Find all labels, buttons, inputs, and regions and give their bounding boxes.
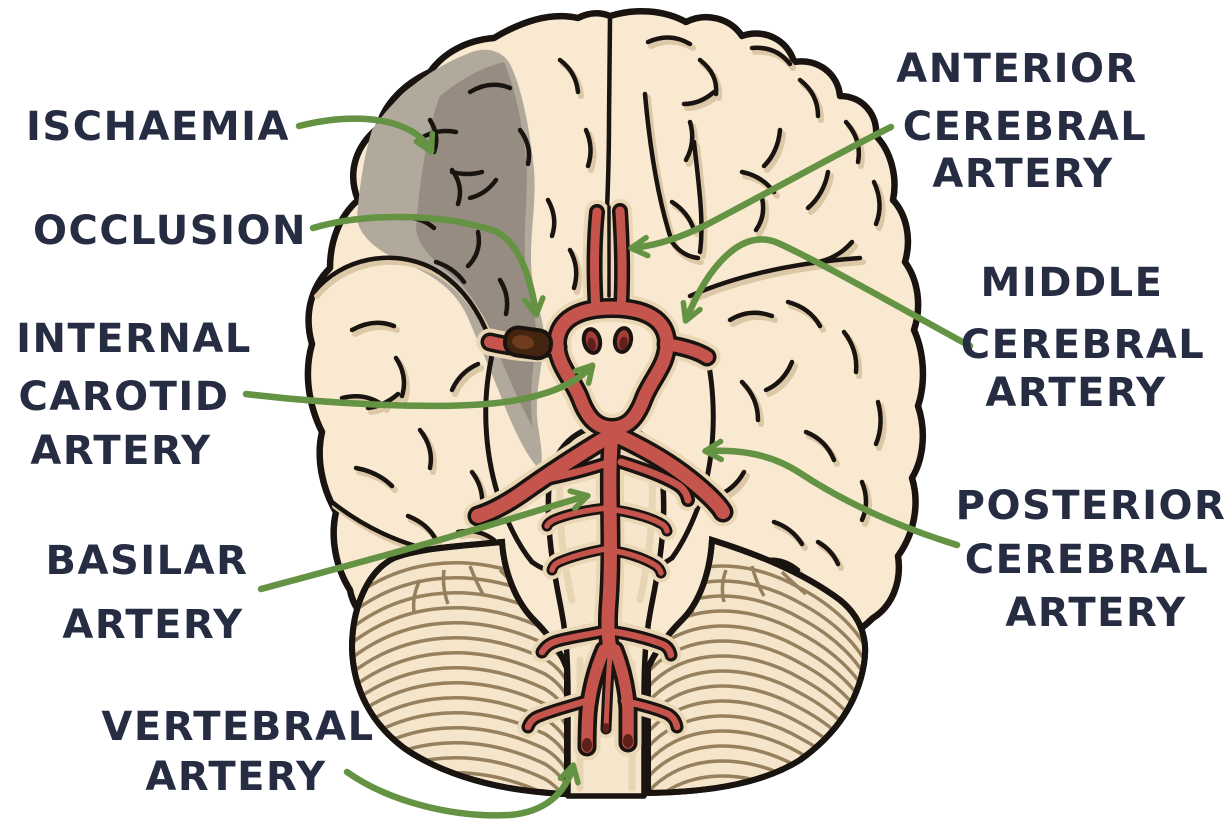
svg-text:INTERNAL: INTERNAL bbox=[16, 316, 252, 362]
anterior-cerebral-arrow bbox=[628, 123, 895, 259]
cerebellum bbox=[336, 540, 868, 830]
occlusion-marker bbox=[502, 325, 554, 361]
longitudinal-fissure bbox=[604, 15, 613, 213]
label-internal-carotid-artery: INTERNAL CAROTID ARTERY bbox=[16, 316, 252, 474]
svg-text:CAROTID: CAROTID bbox=[19, 374, 230, 420]
anterior-cerebral-artery-right bbox=[620, 211, 622, 310]
svg-text:CEREBRAL: CEREBRAL bbox=[903, 104, 1148, 150]
svg-text:BASILAR: BASILAR bbox=[46, 538, 249, 584]
occlusion-arrow bbox=[309, 213, 546, 318]
vertebral-arrow bbox=[343, 762, 581, 819]
label-vertebral-artery: VERTEBRAL ARTERY bbox=[101, 704, 374, 800]
internal-carotid-stumps bbox=[581, 326, 634, 355]
svg-text:ARTERY: ARTERY bbox=[985, 370, 1166, 416]
basilar-artery-vessel bbox=[608, 434, 612, 649]
svg-text:CEREBRAL: CEREBRAL bbox=[965, 537, 1210, 583]
middle-cerebral-arrow bbox=[680, 236, 974, 350]
svg-text:ARTERY: ARTERY bbox=[932, 151, 1113, 197]
svg-text:CEREBRAL: CEREBRAL bbox=[961, 322, 1206, 368]
pointer-arrows bbox=[242, 115, 974, 819]
label-middle-cerebral-artery: MIDDLE CEREBRAL ARTERY bbox=[961, 260, 1206, 416]
label-occlusion: OCCLUSION bbox=[33, 208, 307, 254]
svg-text:MIDDLE: MIDDLE bbox=[981, 260, 1164, 306]
anterior-cerebral-artery-left bbox=[595, 212, 597, 310]
svg-text:ARTERY: ARTERY bbox=[62, 602, 243, 648]
label-posterior-cerebral-artery: POSTERIOR CEREBRAL ARTERY bbox=[956, 483, 1227, 636]
vertebral-cut-ends bbox=[582, 723, 633, 752]
label-basilar-artery: BASILAR ARTERY bbox=[46, 538, 249, 648]
svg-text:VERTEBRAL: VERTEBRAL bbox=[101, 704, 374, 750]
internal-carotid-arrow bbox=[242, 362, 596, 410]
svg-text:ARTERY: ARTERY bbox=[145, 754, 326, 800]
ischaemia-arrow bbox=[295, 115, 436, 155]
svg-text:ANTERIOR: ANTERIOR bbox=[896, 46, 1138, 92]
label-ischaemia: ISCHAEMIA bbox=[26, 104, 290, 150]
label-anterior-cerebral-artery: ANTERIOR CEREBRAL ARTERY bbox=[896, 46, 1148, 197]
svg-text:ARTERY: ARTERY bbox=[1005, 590, 1186, 636]
basilar-arrow bbox=[257, 488, 591, 593]
labels: ISCHAEMIA OCCLUSION INTERNAL CAROTID ART… bbox=[16, 46, 1227, 800]
svg-text:ARTERY: ARTERY bbox=[30, 428, 211, 474]
posterior-cerebral-arrow bbox=[702, 438, 961, 549]
arteries bbox=[478, 207, 723, 747]
svg-text:POSTERIOR: POSTERIOR bbox=[956, 483, 1227, 529]
